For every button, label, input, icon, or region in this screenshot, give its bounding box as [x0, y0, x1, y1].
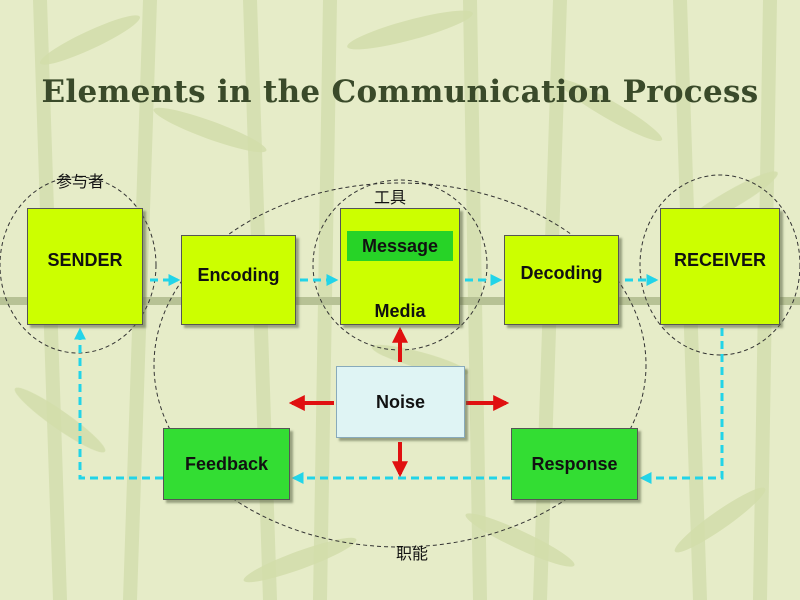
decoding-box: Decoding [504, 235, 619, 325]
noise-box: Noise [336, 366, 465, 438]
participants-annotation: 参与者 [56, 172, 105, 191]
sender-label: SENDER [47, 250, 123, 270]
page-title: Elements in the Communication Process [41, 74, 759, 110]
feedback-box: Feedback [163, 428, 290, 500]
message-label: Message [347, 231, 453, 261]
decoding-label: Decoding [520, 262, 603, 283]
feedback-label: Feedback [184, 453, 269, 474]
receiver-label: RECEIVER [673, 250, 767, 270]
encoding-box: Encoding [181, 235, 296, 325]
encoding-label: Encoding [197, 264, 280, 285]
response-box: Response [511, 428, 638, 500]
noise-label: Noise [375, 391, 426, 412]
media-label: Media [374, 301, 426, 321]
response-label: Response [531, 453, 618, 474]
functions-annotation: 职能 [396, 544, 429, 563]
tools-annotation: 工具 [374, 188, 407, 207]
receiver-box: RECEIVER [660, 208, 780, 325]
media-box: Message Media [340, 208, 460, 325]
sender-box: SENDER [27, 208, 143, 325]
